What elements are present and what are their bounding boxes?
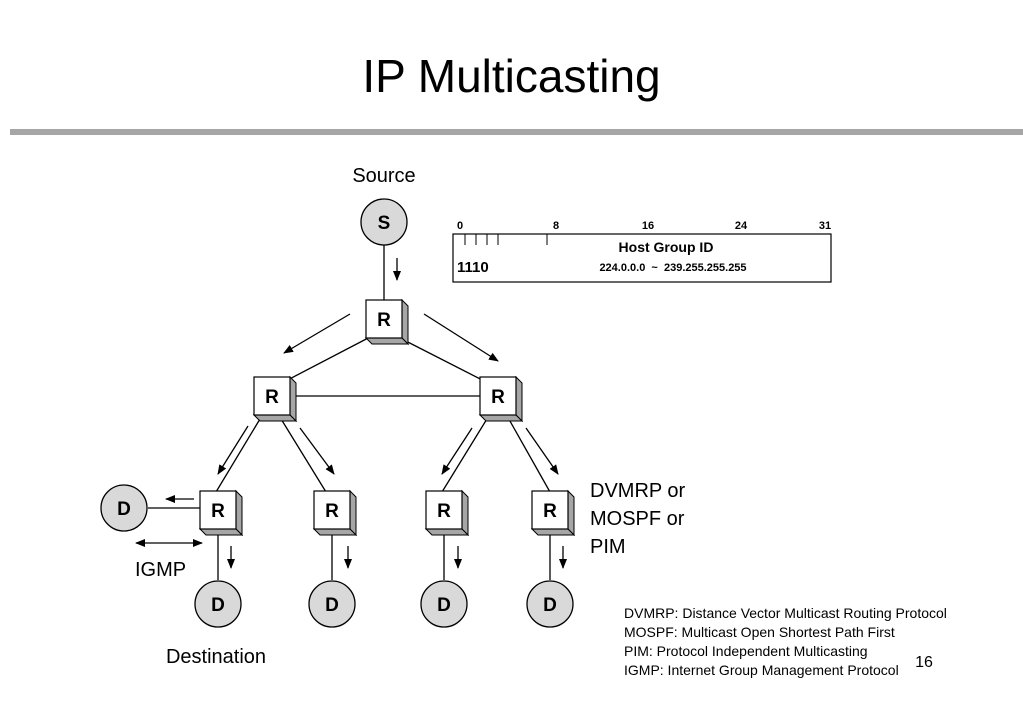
address-field-frame (452, 233, 832, 283)
bit-tick-marks (464, 234, 548, 245)
destination-node-letter: D (325, 595, 339, 616)
protocol-label-line: PIM (590, 536, 626, 558)
flow-arrow-icon (283, 313, 351, 354)
router-letter: R (211, 501, 225, 522)
flow-arrow-icon (217, 425, 249, 475)
destination-label: Destination (166, 646, 266, 668)
router-letter: R (325, 501, 339, 522)
link-left-r2 (277, 413, 327, 493)
router-leaf-3: R (424, 489, 470, 537)
router-letter: R (491, 387, 505, 408)
source-label: Source (352, 165, 415, 187)
router-letter: R (543, 501, 557, 522)
router-leaf-2: R (312, 489, 358, 537)
router-leaf-1: R (198, 489, 244, 537)
router-mid-left: R (252, 375, 298, 423)
multicast-address-range: 224.0.0.0 ~ 239.255.255.255 (599, 262, 746, 274)
router-letter: R (437, 501, 451, 522)
destination-node-letter: D (437, 595, 451, 616)
destination-node-2: D (308, 580, 356, 628)
destination-node-side: D (100, 484, 148, 532)
glossary-item: IGMP: Internet Group Management Protocol (624, 662, 899, 678)
link-root-right (395, 335, 493, 386)
page-number: 16 (915, 654, 933, 671)
link-right-r4 (505, 413, 551, 493)
bit-marker: 8 (553, 220, 559, 232)
destination-node-3: D (420, 580, 468, 628)
bit-marker: 24 (735, 220, 748, 232)
host-group-id-label: Host Group ID (619, 239, 714, 255)
source-node-letter: S (378, 213, 391, 234)
destination-node-1: D (194, 580, 242, 628)
glossary-item: PIM: Protocol Independent Multicasting (624, 643, 868, 659)
slide-title: IP Multicasting (362, 50, 661, 102)
protocol-label-line: MOSPF or (590, 508, 685, 530)
router-mid-right: R (478, 375, 524, 423)
destination-node-letter: D (117, 499, 131, 520)
source-node: S (360, 198, 408, 246)
flow-arrow-icon (423, 313, 499, 362)
link-right-r3 (441, 413, 491, 493)
destination-node-letter: D (211, 595, 225, 616)
address-format-box: 0 8 16 24 31 Host Group ID 1110 224.0.0.… (452, 220, 832, 283)
igmp-label: IGMP (135, 559, 186, 581)
router-letter: R (377, 310, 391, 331)
link-root-left (277, 335, 373, 386)
flow-arrow-icon (441, 427, 473, 475)
bit-marker: 16 (642, 220, 654, 232)
destination-node-letter: D (543, 595, 557, 616)
router-root: R (364, 298, 410, 346)
bit-marker: 0 (457, 220, 463, 232)
router-leaf-4: R (530, 489, 576, 537)
title-divider (10, 129, 1023, 135)
bit-marker: 31 (819, 220, 831, 232)
router-letter: R (265, 387, 279, 408)
protocol-label-line: DVMRP or (590, 480, 686, 502)
class-d-prefix: 1110 (457, 259, 489, 276)
link-left-r1 (215, 413, 264, 493)
link-lines (148, 245, 551, 580)
flow-arrows (135, 258, 567, 569)
glossary-item: DVMRP: Distance Vector Multicast Routing… (624, 605, 947, 621)
glossary: DVMRP: Distance Vector Multicast Routing… (624, 605, 947, 678)
flow-arrow-icon (299, 427, 335, 475)
destination-node-4: D (526, 580, 574, 628)
flow-arrow-icon (525, 427, 559, 475)
glossary-item: MOSPF: Multicast Open Shortest Path Firs… (624, 624, 895, 640)
